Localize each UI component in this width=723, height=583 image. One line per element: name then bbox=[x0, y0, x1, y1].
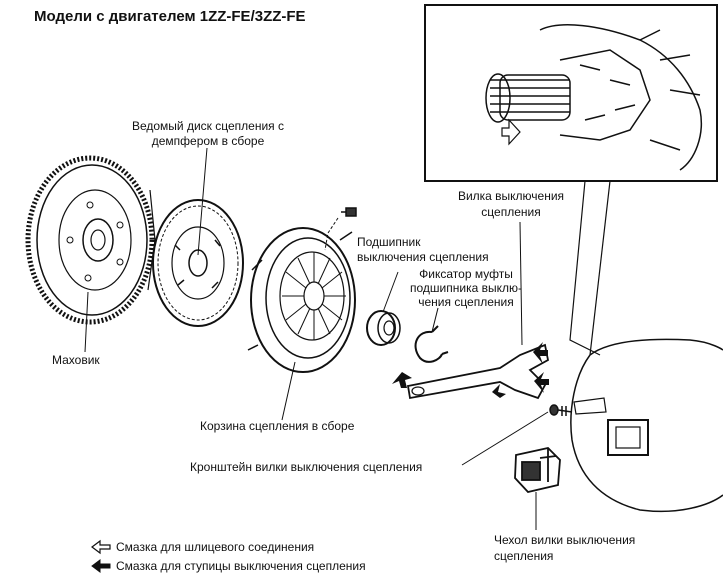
page-title: Модели с двигателем 1ZZ-FE/3ZZ-FE bbox=[34, 8, 306, 25]
fork-grease-arrows bbox=[392, 342, 549, 398]
inset-box bbox=[424, 4, 718, 182]
flywheel-label: Маховик bbox=[52, 353, 100, 367]
bearing-clip-label-line2: подшипника выклю- bbox=[410, 281, 522, 295]
release-bearing-drawing bbox=[366, 310, 401, 346]
clutch-cover-label: Корзина сцепления в сборе bbox=[200, 419, 355, 433]
inset-callout-lines bbox=[569, 180, 611, 356]
bearing-clip-label-line1: Фиксатор муфты bbox=[419, 267, 513, 281]
bearing-clip-drawing bbox=[414, 325, 449, 363]
release-fork-label-line2: сцепления bbox=[481, 205, 540, 219]
input-shaft-drawing bbox=[485, 24, 702, 171]
leader-lines bbox=[84, 147, 549, 530]
transmission-housing-drawing bbox=[570, 338, 723, 513]
fork-support-drawing bbox=[549, 404, 573, 416]
clutch-disc-label-line2: демпфером в сборе bbox=[152, 134, 265, 148]
release-bearing-label-line2: выключения сцепления bbox=[357, 250, 489, 264]
legend-spline-grease: Смазка для шлицевого соединения bbox=[116, 540, 314, 554]
clutch-cover-drawing bbox=[247, 227, 356, 373]
solid-arrow-icon bbox=[91, 559, 111, 573]
spline-grease-arrow-inset bbox=[501, 118, 521, 146]
flywheel-drawing bbox=[25, 155, 156, 325]
legend-hub-grease: Смазка для ступицы выключения сцепления bbox=[116, 559, 366, 573]
clutch-disc-drawing bbox=[152, 199, 244, 327]
bolt-drawing bbox=[324, 207, 357, 251]
bearing-clip-label-line3: чения сцепления bbox=[418, 295, 514, 309]
fork-boot-drawing bbox=[514, 447, 561, 493]
fork-boot-label-line1: Чехол вилки выключения bbox=[494, 533, 635, 547]
release-fork-label-line1: Вилка выключения bbox=[458, 189, 564, 203]
release-bearing-label-line1: Подшипник bbox=[357, 235, 421, 249]
release-fork-drawing bbox=[406, 343, 550, 400]
fork-boot-label-line2: сцепления bbox=[494, 549, 553, 563]
fork-support-label: Кронштейн вилки выключения сцепления bbox=[190, 460, 422, 474]
hollow-arrow-icon bbox=[91, 539, 111, 555]
clutch-disc-label-line1: Ведомый диск сцепления с bbox=[132, 119, 284, 133]
